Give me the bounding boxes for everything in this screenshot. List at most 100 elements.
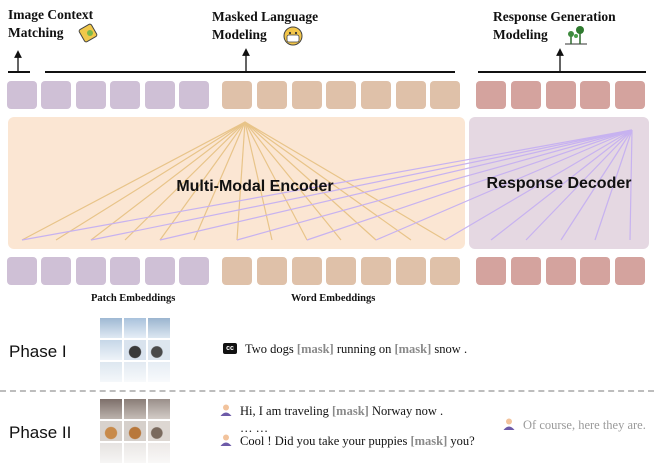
- token: [361, 81, 391, 109]
- responder-avatar-icon: [503, 418, 515, 430]
- patch: [148, 399, 170, 419]
- patch: [124, 421, 146, 441]
- token: [222, 257, 252, 285]
- phase-1-label: Phase I: [9, 342, 67, 361]
- token: [257, 257, 287, 285]
- caption-text: snow .: [431, 342, 468, 356]
- patch: [124, 443, 146, 463]
- mask-token: [mask]: [410, 434, 448, 448]
- rgm-head-line1: Response Generation: [493, 9, 616, 24]
- patch: [148, 362, 170, 382]
- dialogue-ellipsis: … …: [240, 421, 269, 435]
- patch-embeddings-caption: Patch Embeddings: [91, 293, 176, 304]
- patch: [100, 362, 122, 382]
- token: [361, 257, 391, 285]
- token: [430, 257, 460, 285]
- patch: [124, 399, 146, 419]
- phase-2-label: Phase II: [9, 423, 72, 442]
- token: [326, 81, 356, 109]
- mask-token: [mask]: [332, 404, 369, 418]
- dialogue-text: Hi, I am traveling: [240, 404, 332, 418]
- token: [179, 257, 209, 285]
- mlm-head: Masked Language Modeling: [212, 8, 318, 44]
- decoder-label: Response Decoder: [486, 175, 632, 192]
- patch: [124, 362, 146, 382]
- masked-face-icon: [282, 25, 304, 47]
- token: [7, 81, 37, 109]
- token: [580, 81, 610, 109]
- token: [222, 81, 252, 109]
- token: [145, 257, 175, 285]
- token: [41, 257, 71, 285]
- phase-1-image-patches: [100, 318, 170, 382]
- patch: [100, 318, 122, 338]
- phase-divider: [0, 390, 654, 392]
- patch: [148, 318, 170, 338]
- patch: [148, 340, 170, 360]
- patch: [100, 399, 122, 419]
- response-text: Of course, here they are.: [523, 418, 646, 432]
- token: [76, 257, 106, 285]
- patch: [124, 318, 146, 338]
- patch: [100, 421, 122, 441]
- token: [546, 257, 576, 285]
- decoder-attention-lines: [21, 129, 633, 241]
- itm-head: Image Context Matching: [8, 6, 93, 42]
- caption-icon: cc: [223, 343, 237, 354]
- dialogue-line-1: Hi, I am traveling [mask] Norway now .: [240, 404, 443, 419]
- rgm-head: Response Generation Modeling: [493, 8, 616, 44]
- plants-icon: [563, 24, 589, 46]
- user-avatar-icon: [220, 404, 232, 416]
- patch: [124, 340, 146, 360]
- token: [110, 257, 140, 285]
- token: [292, 257, 322, 285]
- phase-1-caption: Two dogs [mask] running on [mask] snow .: [245, 342, 467, 357]
- multi-modal-encoder: [8, 117, 465, 249]
- patch: [148, 443, 170, 463]
- word-embeddings-caption: Word Embeddings: [291, 293, 376, 304]
- user-avatar-icon: [220, 434, 232, 446]
- token: [110, 81, 140, 109]
- encoder-label: Multi-Modal Encoder: [176, 178, 334, 195]
- token: [257, 81, 287, 109]
- token: [511, 81, 541, 109]
- patch: [100, 443, 122, 463]
- token: [615, 257, 645, 285]
- rgm-head-line2: Modeling: [493, 27, 548, 42]
- token: [430, 81, 460, 109]
- dialogue-text: Cool ! Did you take your puppies: [240, 434, 411, 448]
- token: [396, 257, 426, 285]
- mlm-head-line2: Modeling: [212, 27, 267, 42]
- itm-head-line1: Image Context: [8, 7, 94, 22]
- token: [476, 257, 506, 285]
- patch: [148, 421, 170, 441]
- caption-text: Two dogs: [245, 342, 297, 356]
- mask-token: [mask]: [394, 342, 432, 356]
- caption-text: running on: [333, 342, 395, 356]
- token: [580, 257, 610, 285]
- mlm-head-line1: Masked Language: [212, 9, 319, 24]
- token: [179, 81, 209, 109]
- itm-head-line2: Matching: [8, 25, 64, 40]
- dialogue-text: Norway now .: [368, 404, 444, 418]
- token: [41, 81, 71, 109]
- token: [546, 81, 576, 109]
- token: [396, 81, 426, 109]
- dialogue-line-2: Cool ! Did you take your puppies [mask] …: [240, 434, 475, 449]
- token: [476, 81, 506, 109]
- token: [326, 257, 356, 285]
- patch: [100, 340, 122, 360]
- token: [7, 257, 37, 285]
- mask-token: [mask]: [296, 342, 334, 356]
- dialogue-text: you?: [447, 434, 475, 448]
- token: [292, 81, 322, 109]
- phase-2-image-patches: [100, 399, 170, 463]
- response-decoder: [469, 117, 649, 249]
- token: [76, 81, 106, 109]
- token: [615, 81, 645, 109]
- itm-icon: [78, 22, 102, 44]
- encoder-attention-lines: [21, 121, 446, 241]
- token: [511, 257, 541, 285]
